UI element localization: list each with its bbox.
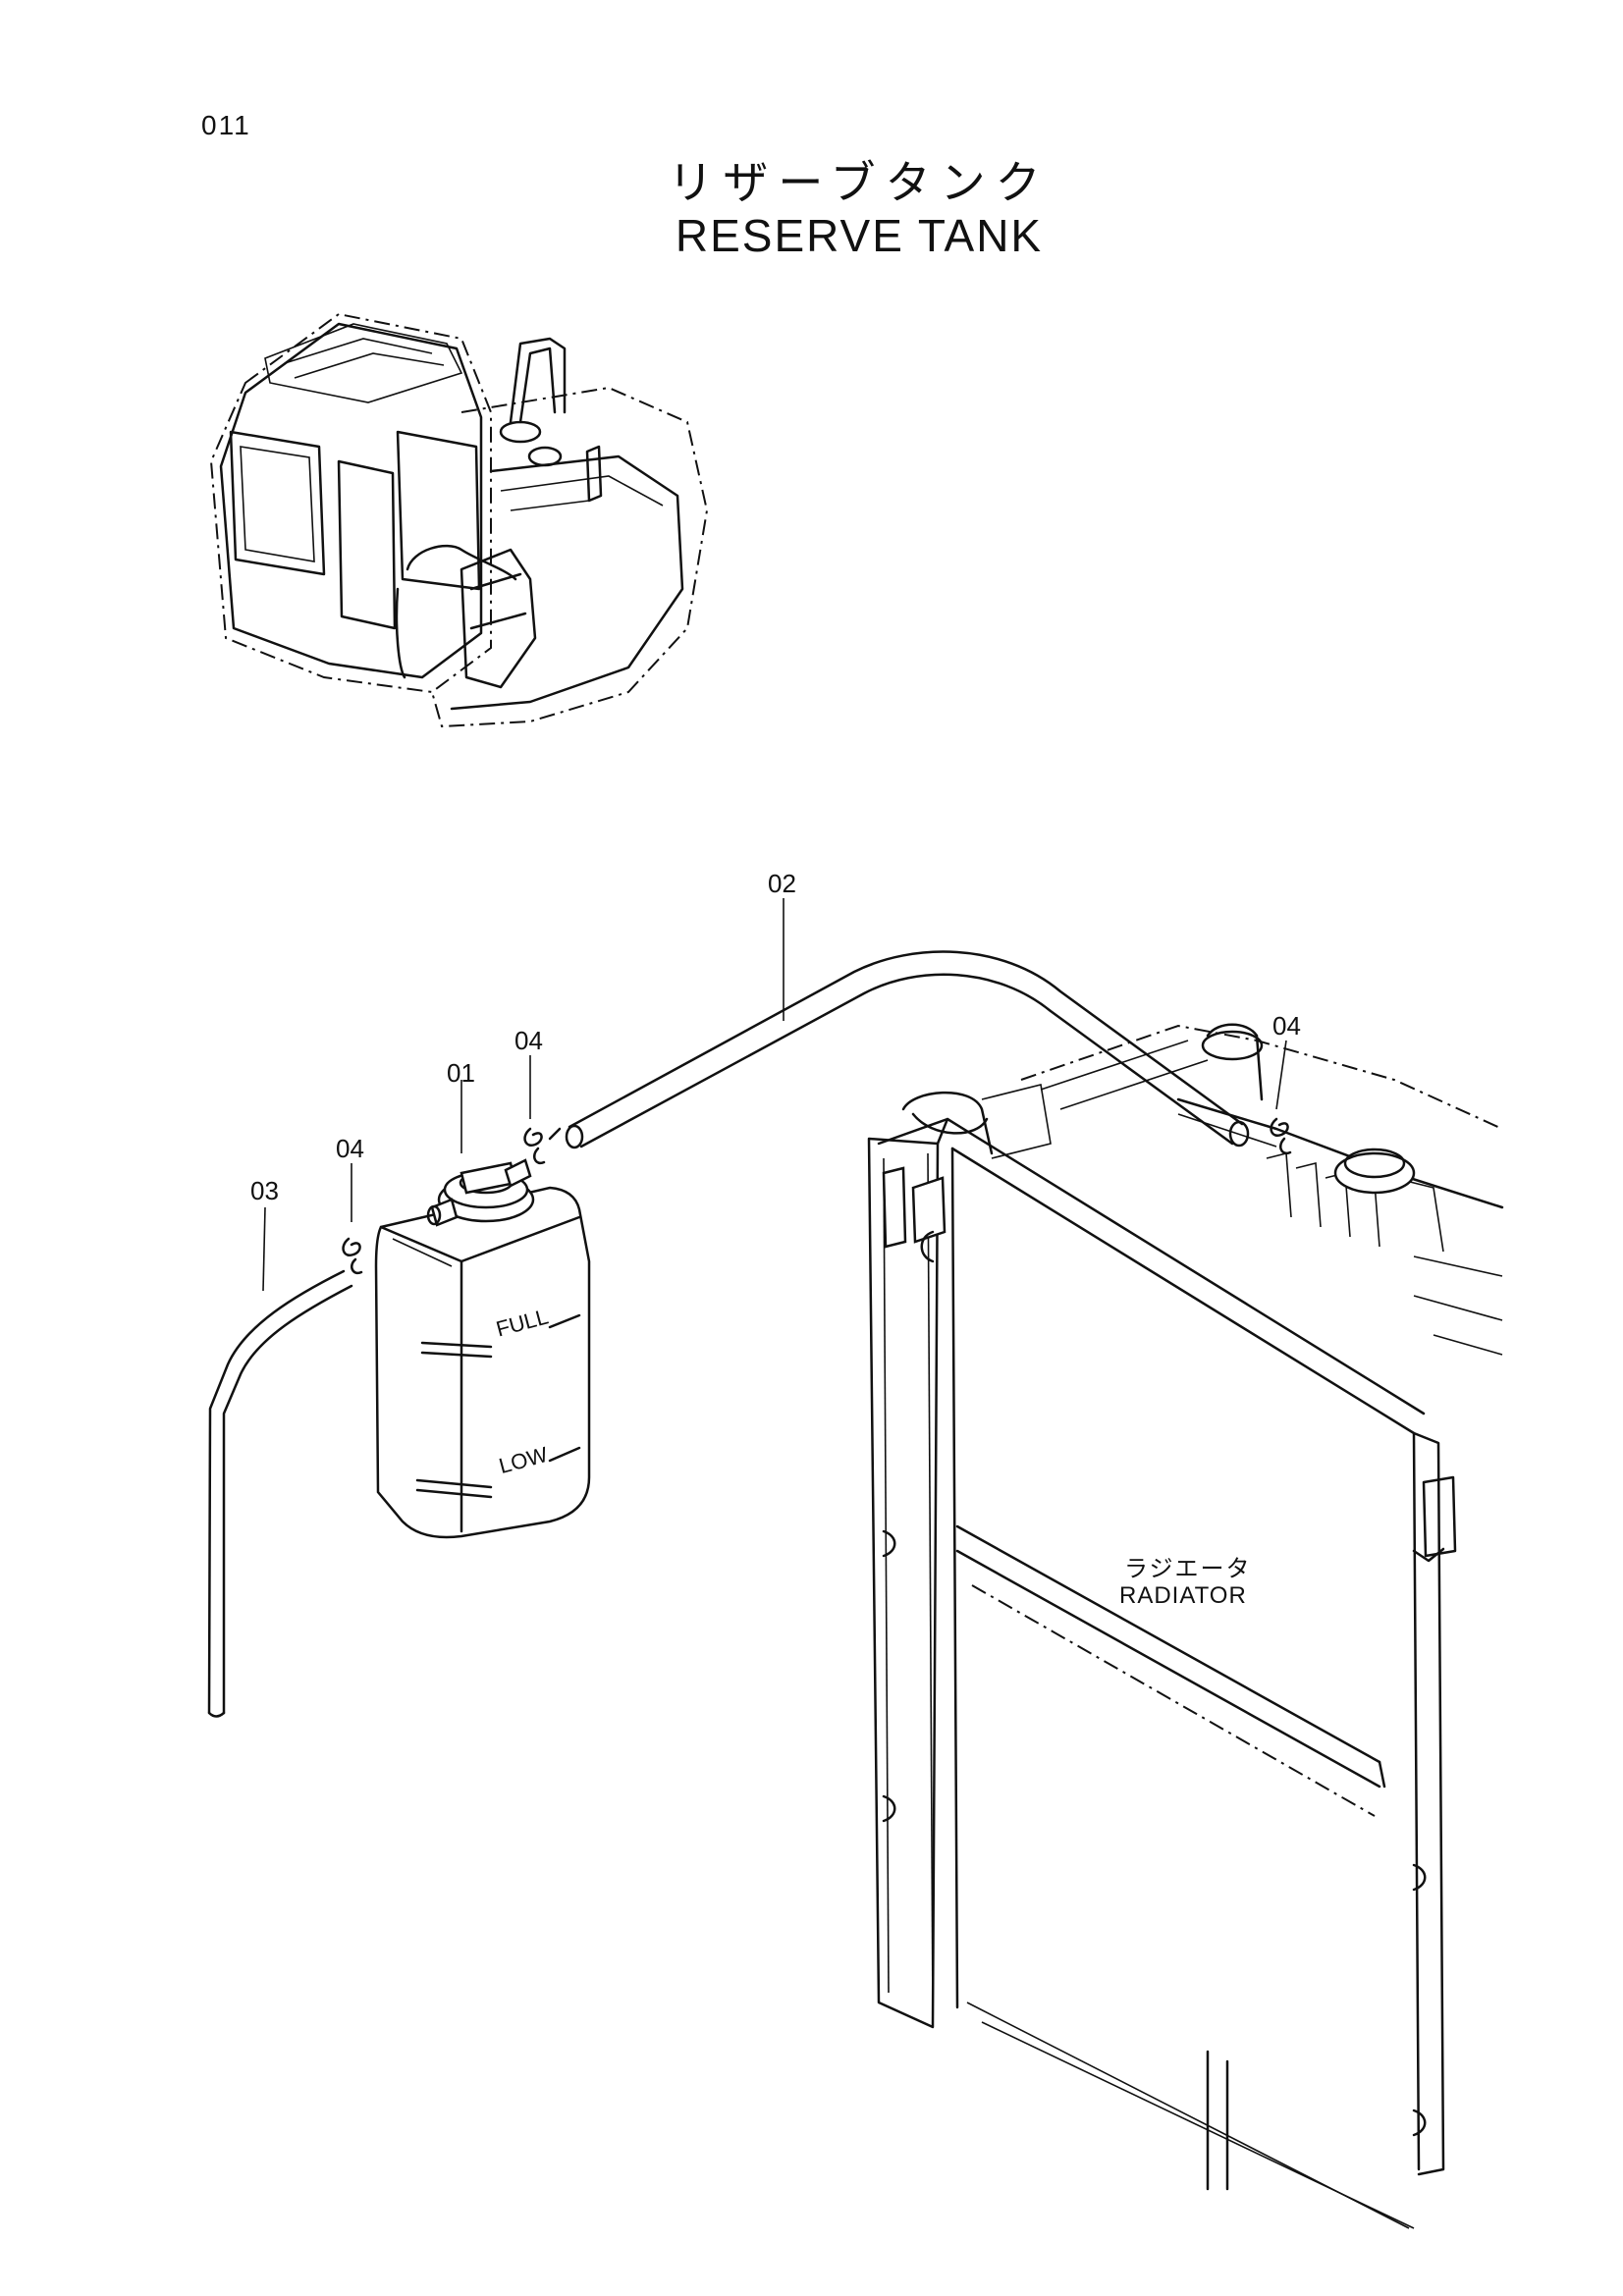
radiator xyxy=(867,1023,1504,2229)
callout-04-middle: 04 xyxy=(514,1026,543,1055)
callout-01: 01 xyxy=(447,1058,475,1088)
leader-lines xyxy=(262,898,1287,1292)
hose-03 xyxy=(207,1269,353,1718)
clamp-04-left xyxy=(342,1237,363,1275)
page-title-japanese: リザーブタンク xyxy=(668,156,1051,209)
callout-04-left: 04 xyxy=(336,1134,364,1163)
radiator-label-japanese: ラジエータ xyxy=(1124,1555,1252,1582)
callout-02: 02 xyxy=(768,869,796,898)
radiator-label: RADIATOR xyxy=(1119,1582,1247,1609)
clamp-04-middle xyxy=(523,1127,562,1165)
clamp-04-right xyxy=(1270,1117,1292,1155)
callout-04-right: 04 xyxy=(1272,1011,1301,1041)
page-title: RESERVE TANK xyxy=(675,210,1044,261)
callout-03: 03 xyxy=(250,1176,279,1205)
page-number: 011 xyxy=(201,110,251,140)
reserve-tank-01 xyxy=(374,1158,591,1539)
excavator-overview xyxy=(209,312,709,728)
hose-02 xyxy=(565,950,1250,1149)
